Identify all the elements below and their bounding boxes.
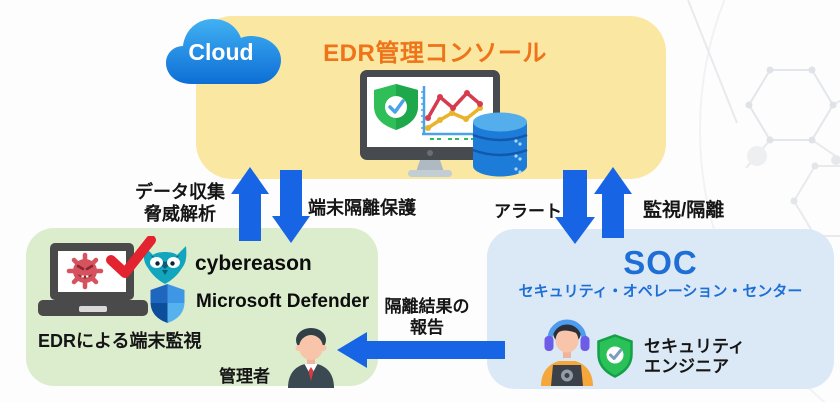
virus-icon [66,252,104,290]
soc-operator-icon [541,319,593,386]
endpoint-caption: EDRによる端末監視 [38,331,202,351]
label-isolation-report-line1: 隔離結果の [384,297,470,316]
cybereason-label: cybereason [195,252,312,275]
cloud-shape [166,19,281,84]
label-data-collection-line2: 脅威解析 [144,204,216,224]
security-engineer-label: セキュリティ エンジニア [644,337,745,377]
admin-label: 管理者 [219,367,270,386]
admin-person-icon [288,328,334,388]
cloud-label: Cloud [188,39,254,65]
label-isolation-protect: 端末隔離保護 [308,198,416,218]
cybereason-owl-icon [143,246,187,284]
soc-panel [487,229,834,389]
defender-shield-icon [150,284,185,323]
label-monitor-isolate: 監視/隔離 [643,200,725,221]
cloud-icon: Cloud [162,12,286,90]
database-icon [472,112,528,177]
soc-title: SOC [623,244,698,281]
label-data-collection-line1: データ収集 [135,182,225,202]
soc-shield-icon [597,334,633,378]
label-isolation-report: 隔離結果の 報告 [377,296,477,338]
red-checkmark-icon [106,236,156,278]
monitor-dashboard-icon [360,70,500,177]
soc-subtitle: セキュリティ・オペレーション・センター [518,283,803,300]
microsoft-defender-label: Microsoft Defender [196,291,370,312]
label-isolation-report-line2: 報告 [410,318,444,337]
label-data-collection: データ収集 脅威解析 [130,181,230,225]
edr-console-title: EDR管理コンソール [323,40,547,67]
security-engineer-line2: エンジニア [644,357,729,376]
security-engineer-line1: セキュリティ [644,337,745,356]
label-alert: アラート [494,202,562,221]
